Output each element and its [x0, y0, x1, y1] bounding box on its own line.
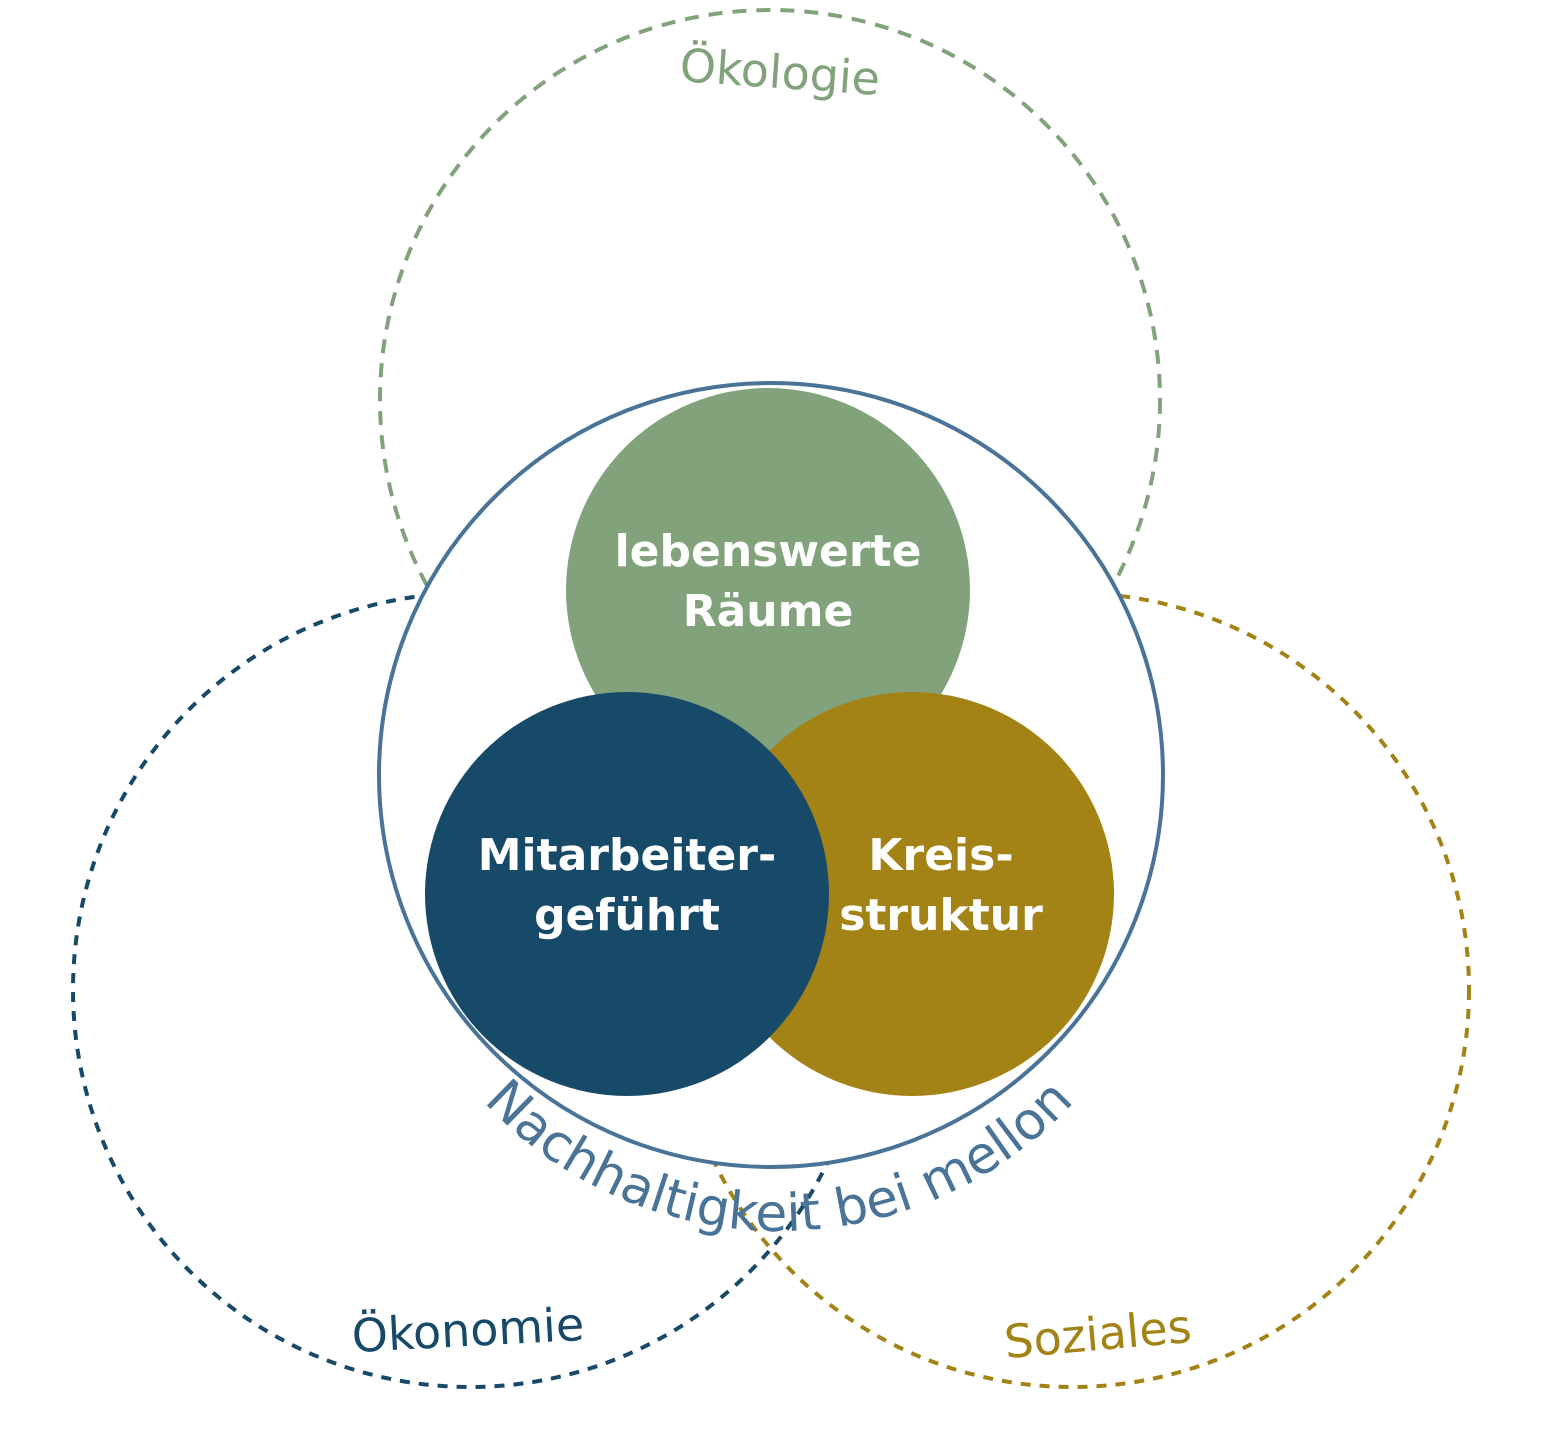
pillar-top-line2: Räume [683, 586, 854, 637]
pillar-right-line1: Kreis- [868, 830, 1013, 881]
pillar-top-line1: lebenswerte [615, 526, 922, 577]
pillar-right-circle [710, 692, 1114, 1096]
economy-label: Ökonomie [350, 1297, 585, 1363]
pillar-left-line2: geführt [534, 890, 720, 941]
pillar-left-circle [425, 692, 829, 1096]
pillar-top-circle [566, 388, 970, 792]
social-label: Soziales [1002, 1299, 1194, 1369]
ecology-label: Ökologie [678, 38, 882, 106]
pillar-right-line2: struktur [839, 890, 1043, 941]
pillar-left-line1: Mitarbeiter- [478, 830, 777, 881]
